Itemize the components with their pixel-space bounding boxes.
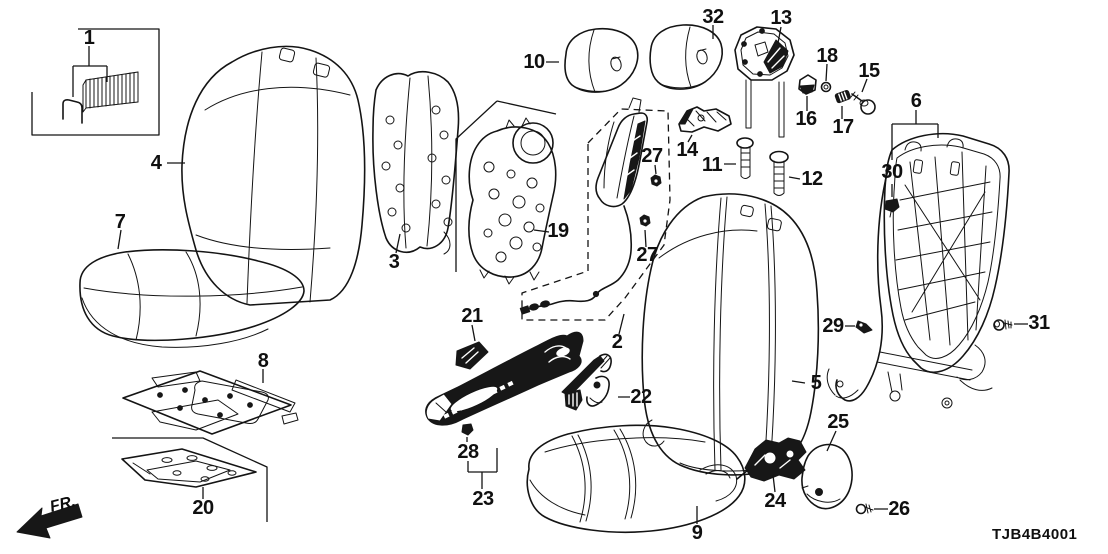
lumbar-ring: [512, 122, 554, 164]
pad-holes: [381, 105, 453, 233]
part-26-bolt: [855, 503, 874, 515]
part-label-15[interactable]: 15: [858, 60, 880, 82]
part-label-16[interactable]: 16: [795, 108, 817, 130]
part-label-10[interactable]: 10: [523, 51, 545, 73]
part-label-20[interactable]: 20: [192, 497, 214, 519]
part-29-bolt: [855, 320, 873, 334]
part-19-lumbar-panel: [468, 117, 557, 285]
fr-direction-arrow: [16, 503, 83, 539]
part-19-boundary: [455, 100, 557, 272]
part-2-side-airbag-module: [519, 97, 649, 315]
headrest-guide-slot: [278, 47, 296, 63]
part-label-9[interactable]: 9: [691, 522, 703, 544]
part-16-nut: [798, 74, 817, 95]
part-label-26[interactable]: 26: [888, 498, 910, 520]
headrest-hole: [610, 56, 622, 72]
part-label-31[interactable]: 31: [1028, 312, 1050, 334]
part-22-side-bracket: [561, 353, 612, 411]
trim-cutout: [449, 385, 499, 413]
frame-lattice: [895, 151, 993, 346]
recliner-lever: [736, 469, 749, 480]
headrest-guide-slot: [766, 217, 782, 232]
part-label-8[interactable]: 8: [257, 350, 269, 372]
part-label-2[interactable]: 2: [611, 331, 623, 353]
part-6-seat-back-frame: [826, 132, 1010, 409]
part-13-headrest-frame: [734, 26, 795, 138]
part-label-27b[interactable]: 27: [636, 244, 658, 266]
part-11-headrest-guide: [736, 137, 754, 179]
part-label-22[interactable]: 22: [630, 386, 652, 408]
part-27-nut-upper: [650, 174, 662, 187]
part-21-trim-piece: [455, 341, 489, 370]
frame-top-hooks: [904, 138, 964, 152]
part-27-nut-lower: [639, 214, 651, 227]
part-label-11[interactable]: 11: [701, 154, 723, 176]
part-24-recliner-mechanism: [736, 437, 807, 482]
part-2-dashed-boundary: [521, 108, 671, 321]
part-label-3[interactable]: 3: [388, 251, 400, 273]
part-7-seat-cushion-trim: [79, 249, 305, 348]
part-label-17[interactable]: 17: [832, 116, 854, 138]
part-32-headrest: [649, 24, 723, 90]
part-label-32[interactable]: 32: [702, 6, 724, 28]
trim-hole-row: [443, 380, 514, 419]
part-label-28[interactable]: 28: [457, 441, 479, 463]
part-label-1[interactable]: 1: [83, 27, 95, 49]
part-4-seat-back-cover: [181, 45, 366, 306]
leader-lines: [72, 25, 1028, 524]
part-15-bolt: [850, 91, 876, 115]
diagram-code: TJB4B4001: [992, 526, 1078, 543]
part-label-12[interactable]: 12: [801, 168, 823, 190]
part-label-27a[interactable]: 27: [641, 145, 663, 167]
part-12-headrest-guide: [769, 150, 789, 196]
headrest-guide-slot: [312, 62, 331, 78]
part-28-clip: [461, 423, 474, 436]
part-30-clip: [884, 198, 900, 218]
cushion-side-pocket: [699, 464, 738, 502]
part-label-5[interactable]: 5: [810, 372, 822, 394]
part-25-recliner-cover: [801, 443, 853, 510]
part-18-washer: [820, 81, 832, 93]
part-10-headrest: [564, 27, 639, 93]
part-label-6[interactable]: 6: [910, 90, 922, 112]
part-17-spacer: [834, 89, 851, 104]
part-label-23[interactable]: 23: [472, 488, 494, 510]
part-8-cushion-heater: [122, 370, 299, 435]
part-1-clip-staples: [62, 71, 139, 124]
lumbar-holes: [483, 161, 545, 263]
part-1-box: [31, 28, 160, 136]
part-label-25[interactable]: 25: [827, 411, 849, 433]
part-9-seat-cushion-cover: [526, 424, 746, 534]
part-label-24[interactable]: 24: [764, 490, 786, 512]
part-label-13[interactable]: 13: [770, 7, 792, 29]
part-label-30[interactable]: 30: [881, 161, 903, 183]
part-label-7[interactable]: 7: [114, 211, 126, 233]
part-31-bolt: [993, 319, 1013, 331]
cover-screw: [815, 488, 823, 496]
heater-holes: [157, 387, 253, 418]
harness-connector: [519, 305, 531, 315]
part-label-21[interactable]: 21: [461, 305, 483, 327]
part-14-bracket: [678, 106, 732, 133]
group-boundary-lines: [31, 28, 671, 522]
part-20-boundary: [112, 437, 268, 522]
part-label-4[interactable]: 4: [150, 152, 162, 174]
pan-holes: [161, 455, 237, 482]
part-label-19[interactable]: 19: [547, 220, 569, 242]
part-label-18[interactable]: 18: [816, 45, 838, 67]
headrest-posts: [745, 79, 785, 138]
part-label-29[interactable]: 29: [822, 315, 844, 337]
part-20-cushion-pan: [121, 448, 257, 488]
part-label-14[interactable]: 14: [676, 139, 698, 161]
part-3-seat-back-pad: [372, 70, 460, 255]
headrest-guide-slot: [740, 204, 754, 218]
part-23-side-trim: [425, 331, 584, 426]
